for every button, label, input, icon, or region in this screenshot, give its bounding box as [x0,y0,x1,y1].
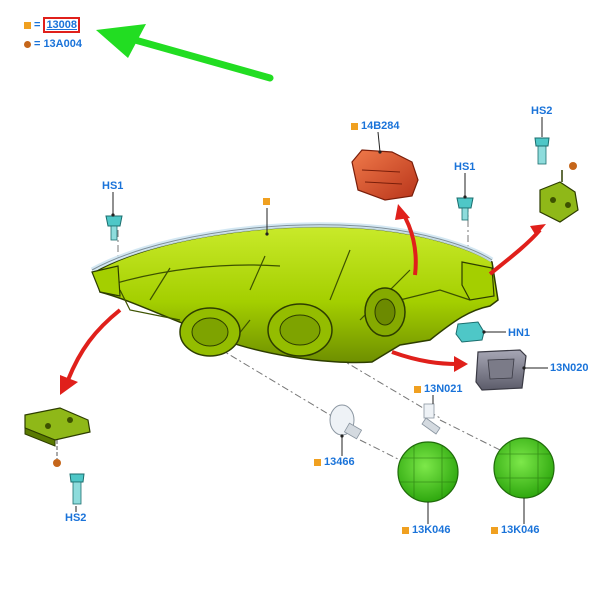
legend-part-code-link[interactable]: 13008 [43,17,81,33]
module-13N020 [475,349,527,391]
label-13466[interactable]: 13466 [314,456,355,468]
label-13N021[interactable]: 13N021 [414,383,463,395]
label-hs2-left[interactable]: HS2 [65,512,87,524]
module-14B284 [351,149,419,201]
high-beam-socket [267,303,333,357]
rear-port [364,287,406,337]
label-hs1-right[interactable]: HS1 [454,161,476,173]
left-fastener-marker [53,459,61,467]
bulb-13466 [329,404,363,440]
label-14B284[interactable]: 14B284 [351,120,400,132]
screw-hs1-left [105,215,123,241]
label-hs1-left[interactable]: HS1 [102,180,124,192]
leader-lines [75,117,548,524]
fastener-marker-icon [24,40,31,48]
legend-fastener-row: = 13A004 [24,38,82,50]
leader-dots [111,150,526,438]
label-hn1[interactable]: HN1 [508,327,531,339]
part-marker-icon [402,526,409,534]
explode-arrowheads [60,204,546,395]
left-bracket [24,407,91,447]
legend-part-row: = 13008 [24,17,81,33]
label-13K046-b[interactable]: 13K046 [491,524,540,536]
label-hs2-right[interactable]: HS2 [531,105,553,117]
housing-part-marker [263,198,270,205]
screw-hs1-right [456,197,474,221]
part-marker-icon [24,21,31,29]
dust-cap-13K046-a [397,441,459,503]
part-marker-icon [491,526,498,534]
low-beam-socket [179,307,241,357]
legend-equals: = [34,38,41,50]
screw-hs2-left [69,473,85,505]
part-marker-icon [314,458,321,466]
right-bracket [539,170,579,223]
part-marker-icon [414,385,421,393]
legend-fastener-code: 13A004 [43,38,82,50]
green-pointer-arrow [96,24,274,82]
bulb-13N021 [421,403,441,435]
label-13N020[interactable]: 13N020 [550,362,589,374]
dust-cap-13K046-b [493,437,555,499]
legend-equals: = [34,19,41,31]
right-fastener-marker [569,162,577,170]
clip-hn1 [455,321,485,343]
headlamp-housing [90,222,499,364]
part-marker-icon [351,122,358,130]
screw-hs2-right [534,137,550,165]
label-13K046-a[interactable]: 13K046 [402,524,451,536]
